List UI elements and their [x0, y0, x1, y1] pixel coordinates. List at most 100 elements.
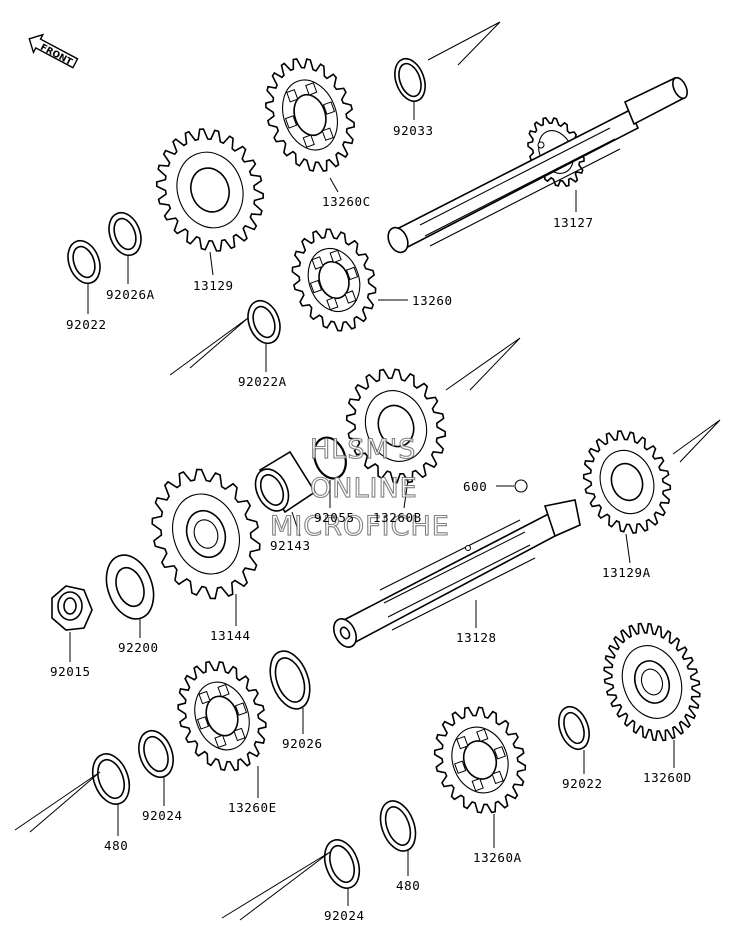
ball-600: [514, 479, 528, 493]
gear-13260B: [345, 368, 447, 484]
gear-13260A-dog: [456, 735, 469, 750]
watermark-line-2: ONLINE: [310, 473, 418, 504]
gear-13260C: [265, 57, 355, 173]
gear-13260E-dog: [198, 690, 211, 705]
gear-13129-web: [176, 151, 244, 229]
label-13144: 13144: [210, 628, 251, 643]
gear-13260C-dog: [305, 82, 318, 96]
label-480-left: 480: [104, 838, 128, 853]
label-92024-bottom: 92024: [324, 908, 365, 923]
label-92200: 92200: [118, 640, 159, 655]
gear-13260E-dog: [196, 716, 210, 730]
gear-13129-bore: [190, 167, 230, 213]
circlip-480-left: [91, 753, 131, 805]
washer-92022-right: [558, 705, 590, 751]
gear-13260E: [177, 660, 267, 772]
gear-13260A-dog: [454, 760, 467, 774]
gear-13260E-dog: [233, 727, 246, 742]
label-13128: 13128: [456, 630, 497, 645]
gear-13260A-dog: [476, 728, 489, 743]
washer-92024-left: [138, 729, 174, 779]
washer-92022A: [247, 299, 281, 345]
gear-13260D-web: [621, 645, 683, 719]
watermark-line-1: HLSM'S: [310, 434, 416, 465]
label-13260E: 13260E: [228, 800, 277, 815]
label-13260C: 13260C: [322, 194, 371, 209]
gear-13260E-dog: [214, 734, 227, 749]
watermark-line-3: MICROFICHE: [270, 511, 450, 542]
gear-13260-dog: [309, 279, 323, 294]
gear-13144-spline: [193, 519, 219, 549]
gear-13260C-dog: [284, 115, 298, 129]
washer-92026: [269, 650, 311, 710]
label-92022-right: 92022: [562, 776, 603, 791]
gear-13260A-dog: [491, 770, 504, 785]
gear-13260A-web: [451, 726, 509, 794]
nut-92015: [51, 585, 93, 631]
gear-13260-dog: [326, 296, 339, 311]
gear-13144: [151, 468, 261, 600]
label-600: 600: [463, 479, 487, 494]
gear-13260C-dog: [321, 127, 334, 141]
gear-13260-dog: [344, 290, 357, 304]
gear-13129A-bore: [610, 462, 644, 502]
gear-13260E-web: [194, 681, 250, 751]
gear-13260B-bore: [377, 404, 415, 448]
gear-13144-web: [172, 493, 240, 575]
gear-13260D-bore: [633, 660, 671, 704]
gear-13260D-spline: [640, 668, 664, 696]
o-ring-92055: [313, 436, 347, 480]
label-13129: 13129: [193, 278, 234, 293]
gear-13129A-web: [599, 449, 655, 515]
label-92026A: 92026A: [106, 287, 155, 302]
label-13129A: 13129A: [602, 565, 651, 580]
washer-92022-top: [67, 239, 101, 285]
gear-13260-web: [307, 247, 361, 313]
gear-13129: [155, 128, 265, 252]
label-13260A: 13260A: [473, 850, 522, 865]
gear-13260C-web: [282, 79, 338, 151]
output-shaft-13127-drawing: [387, 76, 688, 254]
gear-13260A-dog: [493, 746, 506, 760]
gear-13260A-dog: [471, 777, 484, 792]
gear-13260-dog: [311, 256, 324, 270]
leader-lines: [69, 102, 675, 906]
gear-13260: [291, 228, 377, 332]
label-92143: 92143: [270, 538, 311, 553]
gear-13260A-bore: [462, 740, 498, 780]
label-92015: 92015: [50, 664, 91, 679]
gear-13260A: [433, 706, 527, 814]
washer-92026A: [108, 211, 142, 257]
gear-13260-dog: [329, 249, 342, 264]
label-92055: 92055: [314, 510, 355, 525]
label-13260B: 13260B: [373, 510, 422, 525]
label-92024-left: 92024: [142, 808, 183, 823]
label-92026: 92026: [282, 736, 323, 751]
gear-13144-bore: [185, 509, 227, 559]
label-480-right: 480: [396, 878, 420, 893]
bushing-92143: [254, 450, 317, 514]
washer-92024-bottom: [323, 839, 361, 889]
label-92022-top: 92022: [66, 317, 107, 332]
gear-13129A: [582, 430, 672, 534]
circlip-480-right: [379, 800, 417, 852]
gear-13260-bore: [318, 260, 350, 300]
gear-13260E-bore: [205, 695, 239, 737]
axis-arrows: [14, 21, 721, 921]
gear-13260E-dog: [234, 702, 248, 716]
gear-13260C-bore: [293, 93, 327, 137]
gear-13260-dog: [345, 266, 359, 281]
label-92033: 92033: [393, 123, 434, 138]
front-direction-badge: FRONT: [28, 33, 79, 69]
label-13260D: 13260D: [643, 770, 692, 785]
washer-92200: [105, 554, 155, 620]
gear-13260C-dog: [302, 134, 315, 148]
circlip-92033: [394, 57, 426, 103]
watermark: HLSM'S ONLINE MICROFICHE: [269, 433, 450, 542]
gear-13260D: [603, 622, 701, 742]
gear-layer: [151, 57, 701, 814]
gear-13260C-dog: [286, 89, 299, 103]
gear-13260E-dog: [217, 683, 230, 698]
input-shaft-13128-drawing: [332, 499, 581, 648]
